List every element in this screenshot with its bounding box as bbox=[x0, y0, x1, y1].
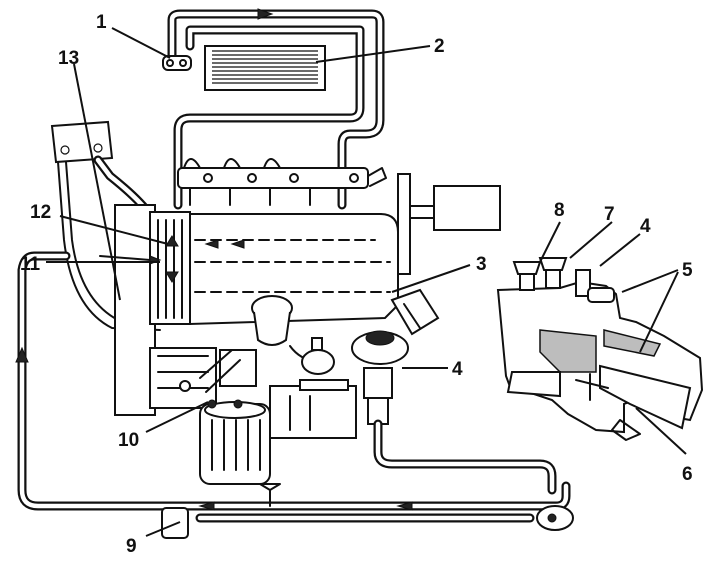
callout-13: 13 bbox=[58, 48, 79, 69]
callout-4: 4 bbox=[452, 359, 463, 380]
callout-1: 1 bbox=[96, 12, 107, 33]
leader-lines bbox=[46, 27, 687, 537]
lower-hoses bbox=[15, 251, 574, 539]
callout-12: 12 bbox=[30, 202, 51, 223]
water-pump bbox=[351, 330, 409, 425]
intake-manifold bbox=[177, 158, 387, 206]
callout-8: 8 bbox=[554, 200, 565, 221]
engine-block bbox=[189, 173, 501, 326]
carburettor bbox=[149, 347, 257, 409]
callout-11: 11 bbox=[20, 254, 41, 275]
heater-core bbox=[204, 45, 326, 91]
callout-10: 10 bbox=[118, 430, 139, 451]
callout-labels: 1 2 3 4 4 5 6 7 8 9 10 11 12 13 bbox=[20, 12, 693, 557]
fuel-pump-bowl bbox=[251, 295, 335, 375]
heater-hose-loop bbox=[167, 8, 385, 210]
callout-5: 5 bbox=[682, 260, 693, 281]
heater-tap bbox=[162, 55, 192, 71]
callout-4-inset: 4 bbox=[640, 216, 651, 237]
oil-filter bbox=[199, 399, 271, 485]
callout-9: 9 bbox=[126, 536, 137, 557]
thermostat-housing-section bbox=[496, 257, 704, 441]
callout-3: 3 bbox=[476, 254, 487, 275]
thermostat-outlet bbox=[390, 288, 440, 336]
callout-2: 2 bbox=[434, 36, 445, 57]
radiator bbox=[114, 204, 191, 416]
callout-6: 6 bbox=[682, 464, 693, 485]
callout-7: 7 bbox=[604, 204, 615, 225]
gearbox-housing bbox=[269, 379, 357, 439]
